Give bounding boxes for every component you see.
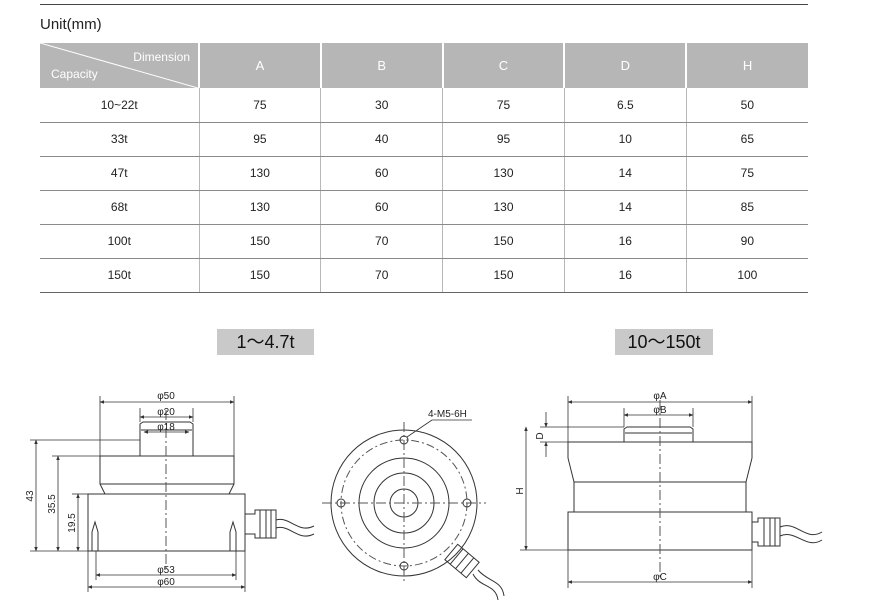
table-row: 33t 95 40 95 10 65 [40,122,808,157]
top-view [322,419,505,601]
table-cell: 16 [564,258,687,293]
range-label-large: 10～150t [615,329,713,355]
small-cell-right-screw [229,520,237,552]
table-cell: 150 [199,224,322,259]
table-header-row: Dimension Capacity A B C D H [40,43,808,88]
dim-large-a: φA [653,391,666,402]
table-cell: 60 [320,190,444,225]
table-cell: 60 [320,156,444,191]
capacity-cell: 47t [40,156,200,191]
mounting-hole-icon [462,498,472,508]
table-cell: 30 [320,88,444,123]
dimension-table: Dimension Capacity A B C D H 10~22t 75 3… [40,43,808,293]
table-cell: 40 [320,122,444,157]
table-cell: 16 [564,224,687,259]
small-cell-body [99,455,235,495]
large-cell-cable [779,525,823,535]
table-cell: 130 [442,190,565,225]
mounting-hole-icon [399,435,409,445]
table-row: 68t 130 60 130 14 85 [40,190,808,225]
dim-large-h: H [515,487,526,494]
top-view-cable [472,573,499,601]
capacity-cell: 100t [40,224,200,259]
dim-large-b: φB [653,405,666,416]
table-cell: 130 [442,156,565,191]
column-header-a: A [199,43,322,88]
capacity-cell: 150t [40,258,200,293]
dim-small-height-total: 43 [25,490,36,502]
small-cell-cable-gland [244,509,277,539]
small-cell-cable [275,518,315,529]
dim-small-bottom-outer: φ60 [157,577,175,588]
thread-spec-label: 4-M5-6H [428,409,467,420]
table-cell: 14 [564,156,687,191]
table-cell: 6.5 [564,88,687,123]
table-cell: 70 [320,224,444,259]
capacity-cell: 10~22t [40,88,200,123]
table-cell: 75 [442,88,565,123]
large-cell-dimensions [520,396,753,588]
large-cell-cable-gland [751,517,781,547]
column-header-b: B [320,43,444,88]
table-cell: 100 [686,258,808,293]
corner-diagonal [40,43,198,88]
small-cell-side-view [87,410,315,570]
column-header-d: D [564,43,688,88]
table-cell: 90 [686,224,808,259]
dim-small-top-outer: φ50 [157,391,175,402]
dim-small-height-body: 35.5 [47,494,58,514]
table-cell: 85 [686,190,808,225]
technical-drawings: φ50 φ20 φ18 φ53 φ60 43 35.5 19.5 4-M5-6H [25,391,823,601]
unit-label: Unit(mm) [40,16,102,33]
table-cell: 150 [442,258,565,293]
dim-small-bottom-inner: φ53 [157,565,175,576]
capacity-cell: 33t [40,122,200,157]
mounting-hole-icon [336,498,346,508]
table-corner-header: Dimension Capacity [40,43,200,88]
small-cell-dimensions [30,396,246,592]
table-cell: 50 [686,88,808,123]
corner-dimension-label: Dimension [133,50,190,64]
top-view-cable-gland [444,543,480,579]
table-row: 100t 150 70 150 16 90 [40,224,808,259]
top-rule [40,4,808,5]
table-row: 10~22t 75 30 75 6.5 50 [40,88,808,123]
column-header-c: C [442,43,566,88]
dim-large-d: D [535,432,546,439]
small-cell-left-screw [91,520,99,552]
dim-small-top-inner: φ18 [157,422,175,433]
dim-small-height-base: 19.5 [67,513,78,533]
table-cell: 65 [686,122,808,157]
dim-small-top-mid: φ20 [157,407,175,418]
table-cell: 75 [199,88,322,123]
corner-capacity-label: Capacity [51,67,98,81]
table-cell: 150 [199,258,322,293]
table-cell: 150 [442,224,565,259]
table-row: 47t 130 60 130 14 75 [40,156,808,191]
table-cell: 95 [442,122,565,157]
range-label-small: 1～4.7t [217,329,314,355]
capacity-cell: 68t [40,190,200,225]
table-cell: 130 [199,190,322,225]
table-cell: 10 [564,122,687,157]
table-cell: 95 [199,122,322,157]
large-cell-top-boss [623,426,694,443]
table-cell: 14 [564,190,687,225]
column-header-h: H [686,43,808,88]
table-cell: 70 [320,258,444,293]
table-cell: 130 [199,156,322,191]
table-row: 150t 150 70 150 16 100 [40,258,808,293]
dim-large-c: φC [653,572,667,583]
table-cell: 75 [686,156,808,191]
mounting-hole-icon [399,561,409,571]
